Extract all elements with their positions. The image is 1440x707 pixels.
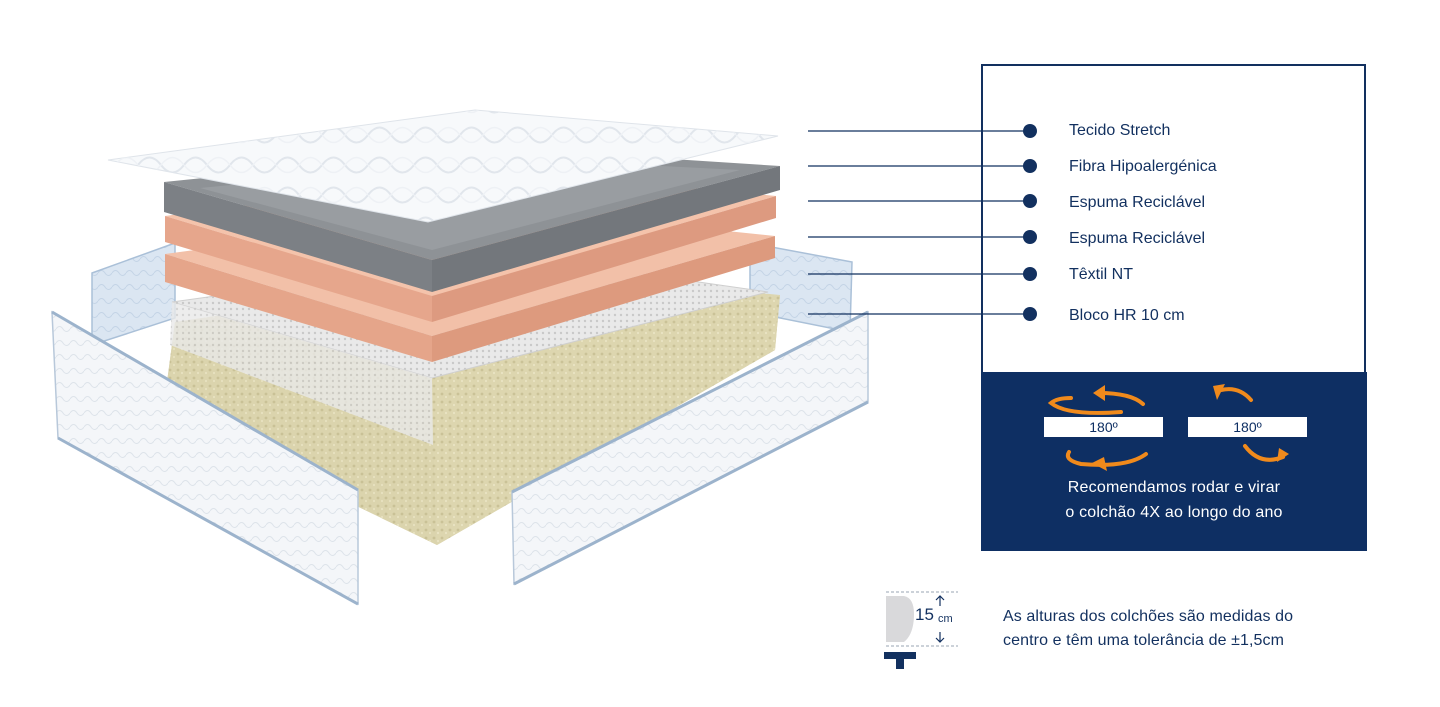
height-unit: cm [938, 613, 953, 625]
rotation-panel: 180º 180º Recomendamos rodar e virar o c… [981, 372, 1367, 551]
front-border-panel [51, 310, 869, 606]
height-measure-icon [884, 591, 958, 669]
stretch-fabric-layer [107, 109, 779, 223]
legend-dot [1023, 194, 1037, 208]
legend-label-fiber: Fibra Hipoalergénica [1069, 158, 1217, 175]
rotation-text-line-1: Recomendamos rodar e virar [1067, 479, 1281, 496]
mattress-illustration [51, 109, 869, 606]
legend-dot [1023, 307, 1037, 321]
legend-dot [1023, 124, 1037, 138]
legend-dot [1023, 267, 1037, 281]
legend-label-hr-block: Bloco HR 10 cm [1069, 307, 1185, 324]
height-note-line-2: centro e têm uma tolerância de ±1,5cm [1003, 632, 1285, 649]
legend-label-recycled-foam-1: Espuma Reciclável [1069, 194, 1206, 211]
legend-label-textile-nt: Têxtil NT [1069, 266, 1133, 283]
flip-180-label: 180º [1188, 417, 1307, 437]
legend-dot [1023, 159, 1037, 173]
rotation-text-line-2: o colchão 4X ao longo do ano [1065, 504, 1283, 521]
height-note-line-1: As alturas dos colchões são medidas do [1003, 608, 1294, 625]
legend-label-recycled-foam-2: Espuma Reciclável [1069, 230, 1206, 247]
rotate-180-label: 180º [1044, 417, 1163, 437]
height-value: 15 [915, 605, 934, 624]
rotate-arrows-icon [1047, 384, 1289, 471]
legend-dot [1023, 230, 1037, 244]
legend-label-stretch-fabric: Tecido Stretch [1069, 122, 1171, 139]
